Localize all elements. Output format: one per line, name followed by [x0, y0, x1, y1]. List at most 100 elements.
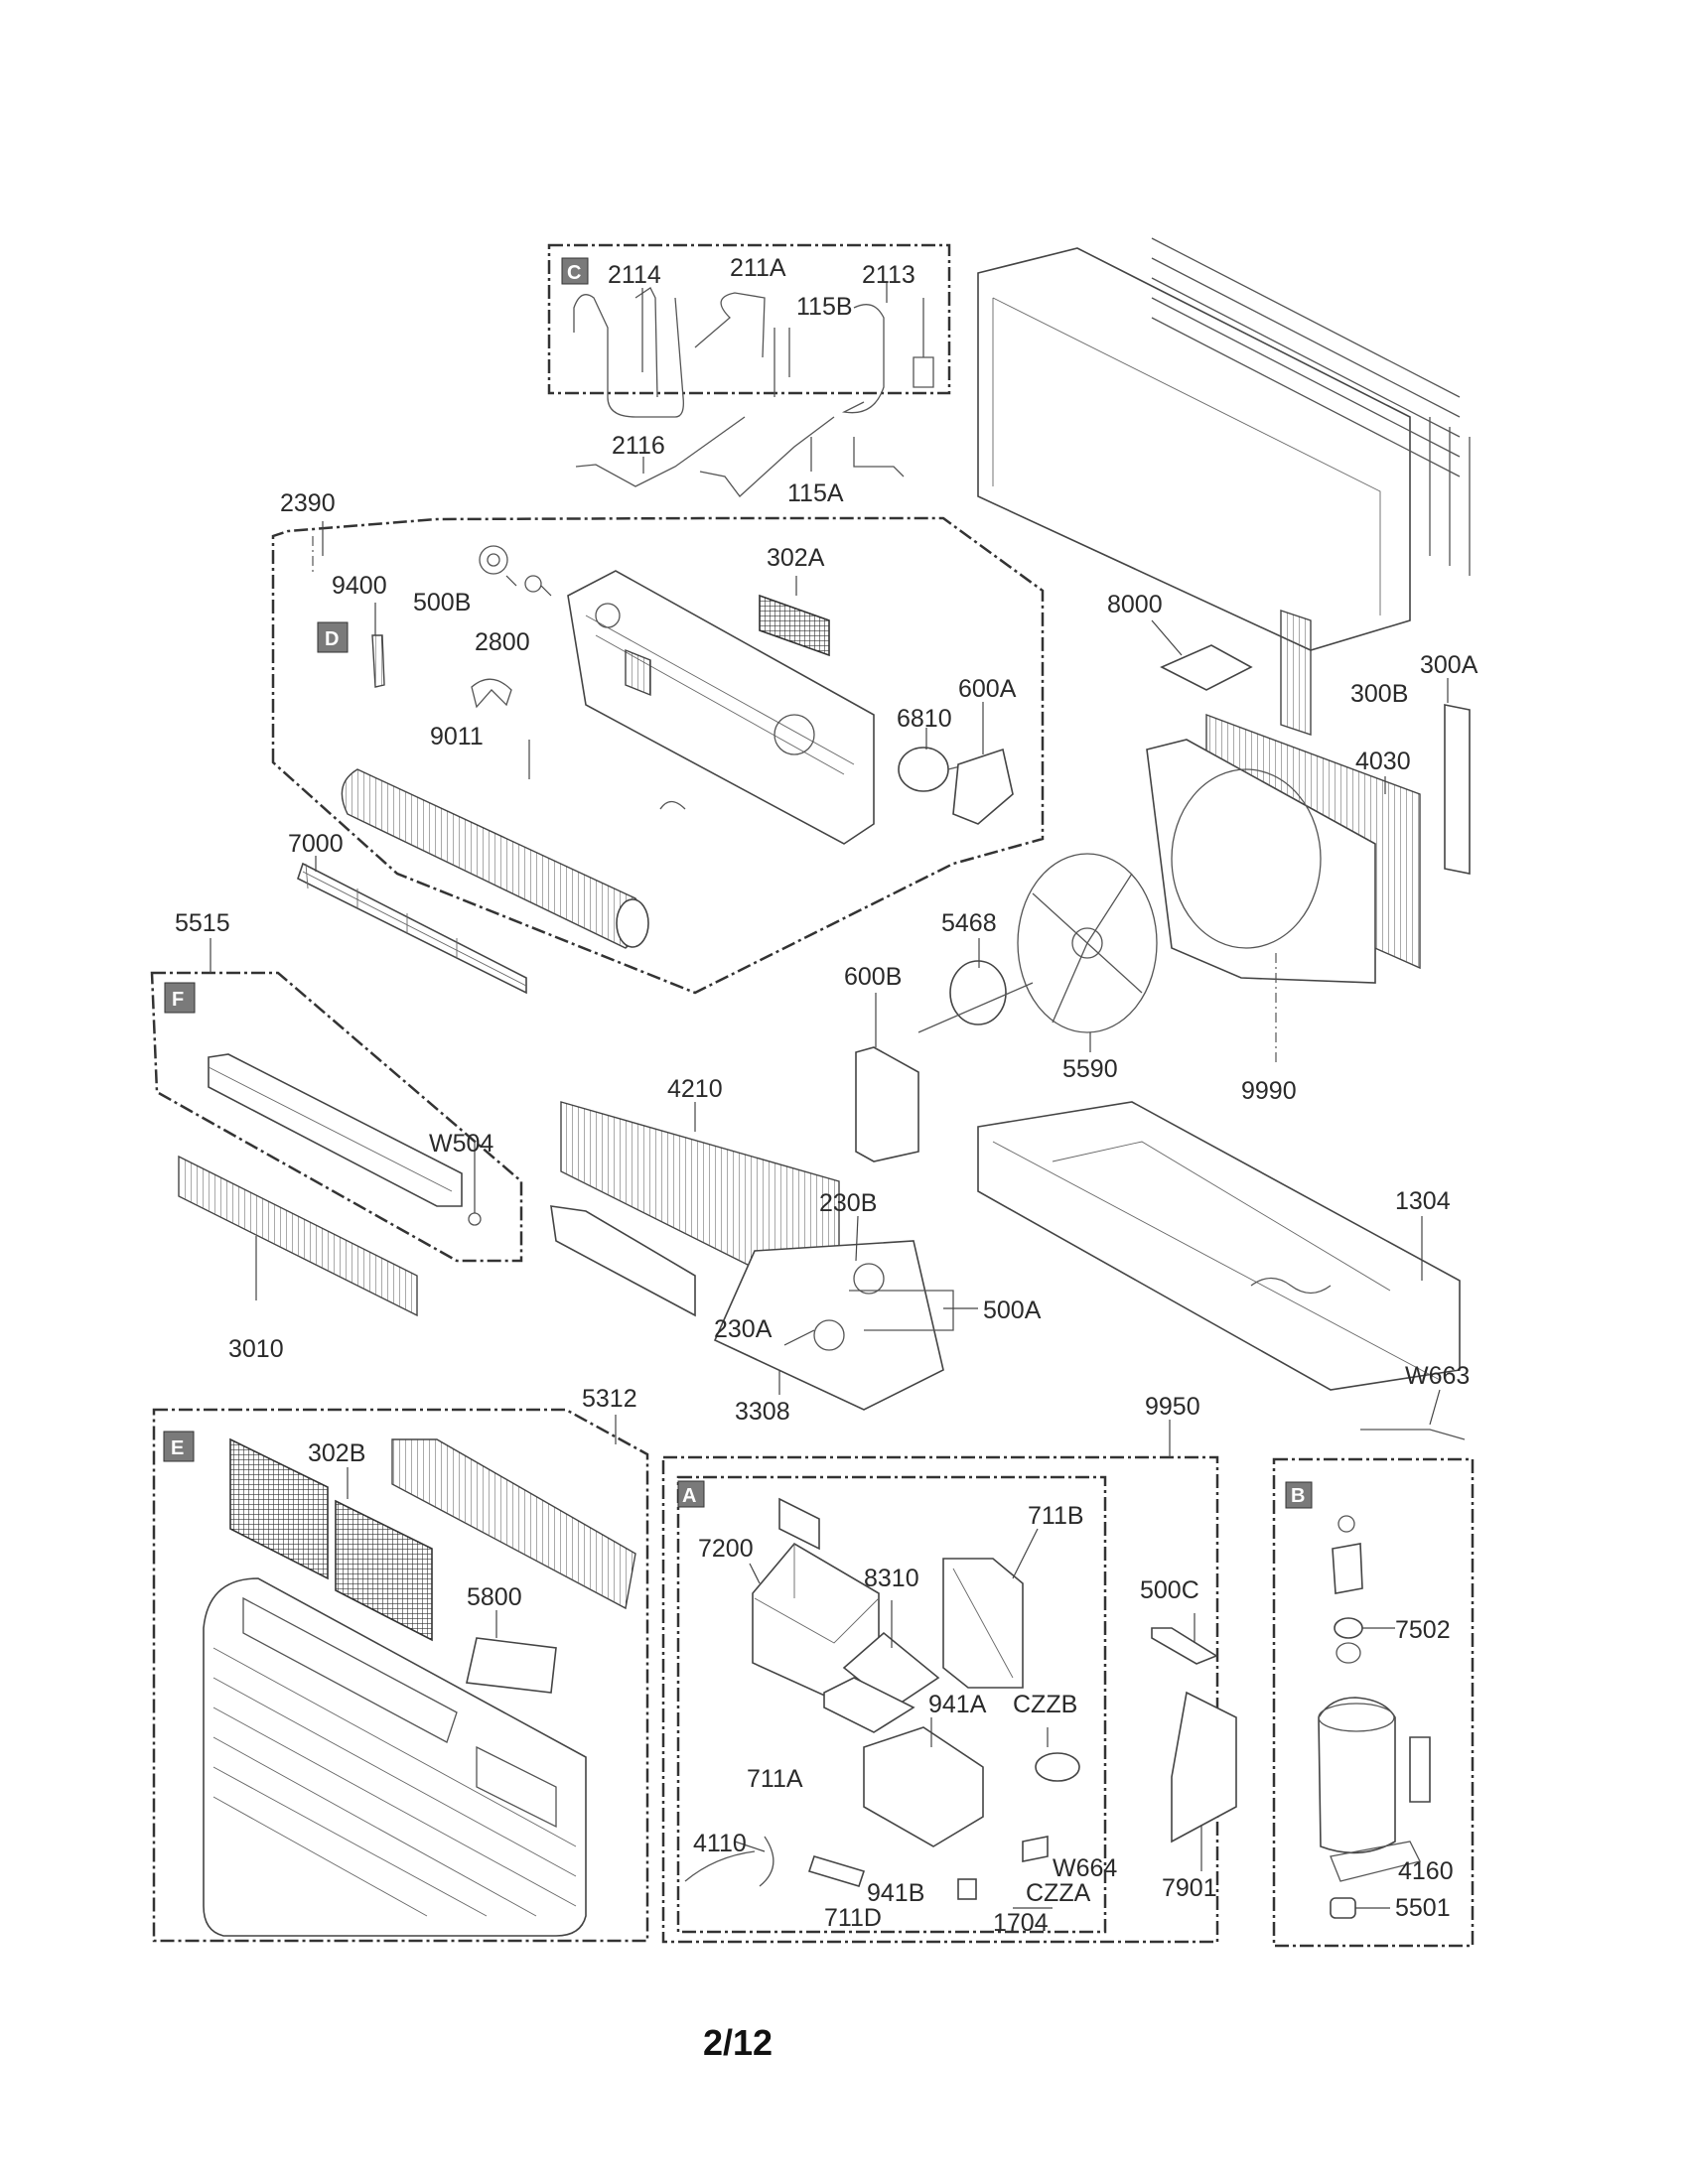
label-2114: 2114 — [608, 261, 661, 289]
section-b-tag: B — [1285, 1481, 1313, 1509]
label-300A: 300A — [1420, 651, 1478, 679]
relay-1704 — [957, 1878, 1053, 1909]
fan-motor-6810 — [898, 747, 969, 792]
partition-7901 — [1171, 1691, 1237, 1871]
section-e-box: E — [152, 1408, 649, 1943]
section-e-tag: E — [163, 1431, 195, 1462]
outdoor-fan-5590 — [1017, 853, 1158, 1052]
wall-sleeve-cabinet — [977, 237, 1471, 651]
section-f-box: F — [150, 938, 523, 1263]
label-9990: 9990 — [1241, 1077, 1297, 1105]
air-grille-7000 — [297, 856, 527, 995]
label-plate-5800 — [466, 1610, 557, 1694]
wire-w663 — [1360, 1389, 1466, 1440]
label-115A: 115A — [787, 479, 844, 507]
section-a-box: A — [661, 1420, 1219, 1944]
fan-parts-small — [371, 545, 686, 810]
label-5800: 5800 — [467, 1583, 522, 1611]
label-W664: W664 — [1053, 1854, 1117, 1882]
label-211A: 211A — [730, 254, 786, 282]
label-4110: 4110 — [693, 1830, 747, 1857]
label-8000: 8000 — [1107, 591, 1163, 618]
compressor-4160 — [1318, 1697, 1431, 1882]
section-f-tag: F — [164, 982, 196, 1014]
rubber-mount-5501 — [1330, 1897, 1390, 1919]
label-2113: 2113 — [862, 261, 915, 289]
tube-leaders — [641, 283, 888, 474]
pcb-711a — [823, 1677, 915, 1733]
front-cover — [203, 1577, 587, 1937]
label-600B: 600B — [844, 963, 902, 991]
label-1304: 1304 — [1395, 1187, 1451, 1215]
label-941A: 941A — [928, 1691, 987, 1718]
base-pan-1304 — [977, 1101, 1461, 1391]
svg-text:E: E — [171, 1437, 184, 1459]
section-b-box: B — [1272, 1457, 1475, 1948]
svg-text:F: F — [172, 989, 184, 1011]
power-cord-4110 — [684, 1836, 774, 1887]
label-9950: 9950 — [1145, 1393, 1200, 1421]
label-230A: 230A — [714, 1315, 773, 1343]
label-500B: 500B — [413, 589, 471, 616]
label-2116: 2116 — [612, 432, 665, 460]
air-filters-302b — [229, 1437, 433, 1642]
label-3010: 3010 — [228, 1335, 284, 1363]
label-5312: 5312 — [582, 1385, 637, 1413]
panel-300b — [1280, 610, 1312, 736]
label-1704: 1704 — [993, 1909, 1049, 1937]
fan-shroud-9990 — [1146, 739, 1376, 1062]
label-230B: 230B — [819, 1189, 877, 1217]
label-7901: 7901 — [1162, 1874, 1217, 1902]
svg-text:B: B — [1291, 1485, 1305, 1507]
label-941B: 941B — [867, 1879, 924, 1907]
label-CZZA: CZZA — [1026, 1879, 1091, 1907]
label-5515: 5515 — [175, 909, 230, 937]
label-115B: 115B — [796, 293, 853, 321]
bracket-941a — [863, 1717, 984, 1847]
drain-tray — [550, 1205, 696, 1317]
svg-text:C: C — [567, 262, 581, 284]
fan-motor-5468 — [917, 938, 1034, 1033]
label-6810: 6810 — [897, 705, 952, 733]
label-2390: 2390 — [280, 489, 336, 517]
cover-plate-500c — [1151, 1613, 1218, 1665]
page-number: 2/12 — [703, 2022, 773, 2063]
label-600A: 600A — [958, 675, 1017, 703]
filter-302a — [759, 594, 830, 657]
section-d-box: D — [271, 516, 1045, 995]
terminal-711d — [807, 1855, 866, 1887]
control-box-7200 — [749, 1497, 880, 1699]
label-5501: 5501 — [1395, 1894, 1451, 1922]
label-7502: 7502 — [1395, 1616, 1451, 1644]
top-grille-5312 — [391, 1438, 636, 1610]
part-labels: 2114 211A 2113 115B 2116 115A 2390 9400 … — [175, 254, 1478, 1937]
label-2800: 2800 — [475, 628, 530, 656]
valve-parts — [783, 1215, 978, 1351]
wire-w664 — [1022, 1836, 1049, 1862]
blower-housing — [567, 570, 875, 845]
label-500A: 500A — [983, 1297, 1042, 1324]
section-c-box: C — [547, 243, 951, 395]
bracket-8000 — [1151, 619, 1253, 691]
pcb-711b — [942, 1528, 1039, 1689]
svg-text:A: A — [682, 1485, 696, 1507]
motor-mount-600a — [952, 748, 1014, 825]
label-5590: 5590 — [1062, 1055, 1118, 1083]
label-711A: 711A — [747, 1765, 803, 1793]
label-711D: 711D — [824, 1904, 882, 1932]
label-9400: 9400 — [332, 572, 387, 600]
label-4210: 4210 — [667, 1075, 723, 1103]
capacitor-czzb — [1035, 1727, 1080, 1782]
section-d-tag: D — [317, 621, 349, 653]
screw-w504 — [468, 1142, 482, 1226]
front-louver-3010 — [178, 1155, 418, 1317]
label-3308: 3308 — [735, 1398, 790, 1426]
label-7200: 7200 — [698, 1535, 754, 1563]
svg-text:D: D — [325, 628, 339, 650]
section-a-tag: A — [677, 1480, 705, 1508]
label-5468: 5468 — [941, 909, 997, 937]
label-4160: 4160 — [1398, 1857, 1454, 1885]
cross-flow-fan — [341, 768, 649, 949]
label-711B: 711B — [1028, 1502, 1084, 1530]
